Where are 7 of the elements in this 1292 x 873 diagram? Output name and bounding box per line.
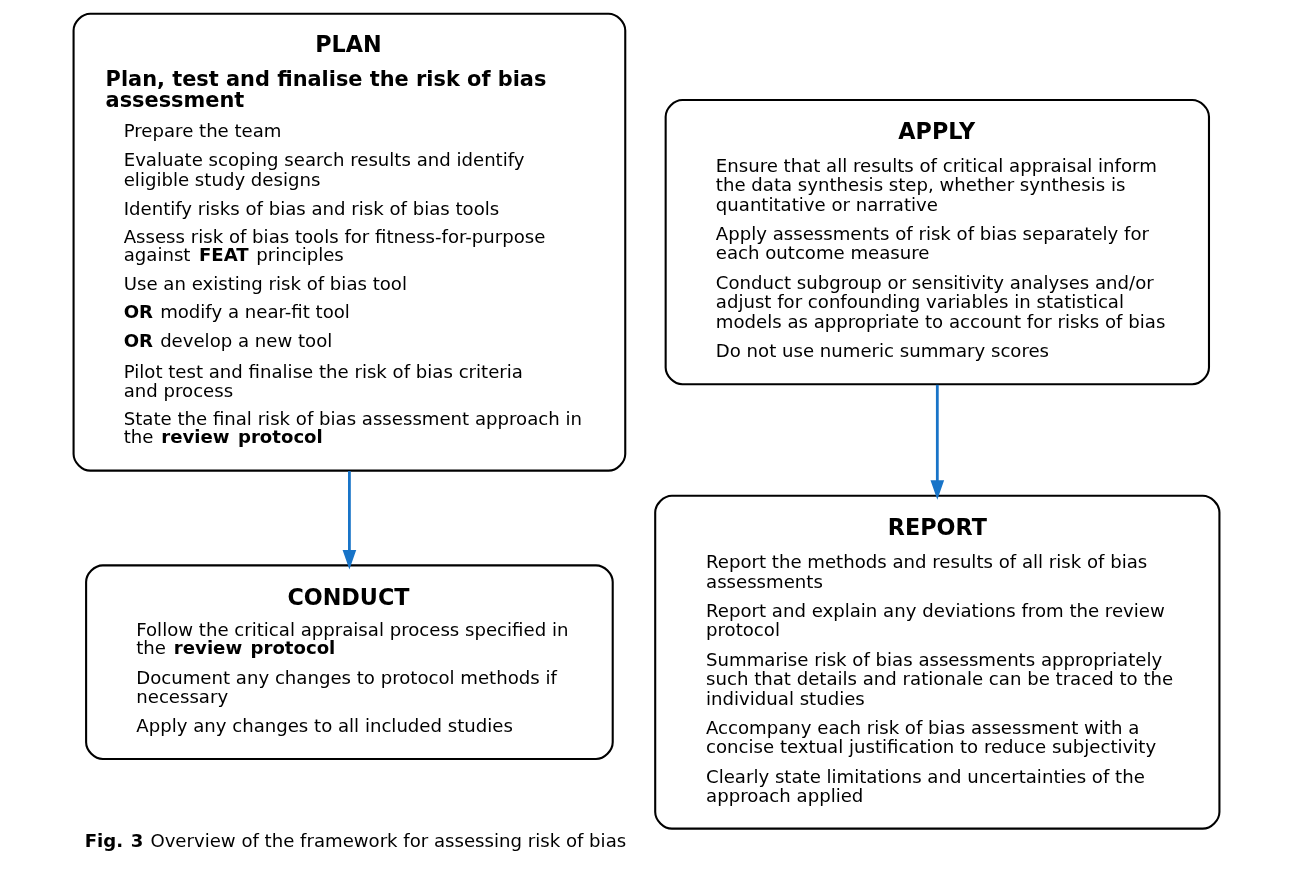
node-box: PLAN Plan, test and finalise the risk of bias assessment Prepare the team Evaluate scoping search results and identify eligible study designs Identify risks of bias and risk of bias tools Assess risk of bias tools for fitness-for-purpose against FEAT principles Use an existing risk of bias tool OR modify a near-fit tool OR develop a new tool Pilot test and finalise the risk of bias criteria and process State the final risk of bias assessment approach in the review protocol — [72, 12, 626, 472]
node-box: REPORT Report the methods and results of all risk of bias assessments Report and explain any deviations from the review protocol Summarise risk of bias assessments appropriately such that details and rationale can be traced to the individual studies Accompany each risk of bias assessment with a concise textual justification to reduce subjectivity Clearly state limitations and uncertainties of the approach applied — [653, 494, 1220, 830]
node-box: CONDUCT Follow the critical appraisal process specified in the review protocol Document any changes to protocol methods if necessary Apply any changes to all included studies — [84, 564, 614, 761]
arrow — [342, 471, 356, 570]
arrow — [929, 384, 944, 500]
node-box: APPLY Ensure that all results of critical appraisal inform the data synthesis step, whether synthesis is quantitative or narrative Apply assessments of risk of bias separately for each outcome measure Conduct subgroup or sensitivity analyses and/or adjust for confounding variables in statistical models as appropriate to account for risks of bias Do not use numeric summary scores — [664, 99, 1210, 386]
caption: Fig. 3 Overview of the framework for assessing risk of bias — [84, 830, 626, 852]
